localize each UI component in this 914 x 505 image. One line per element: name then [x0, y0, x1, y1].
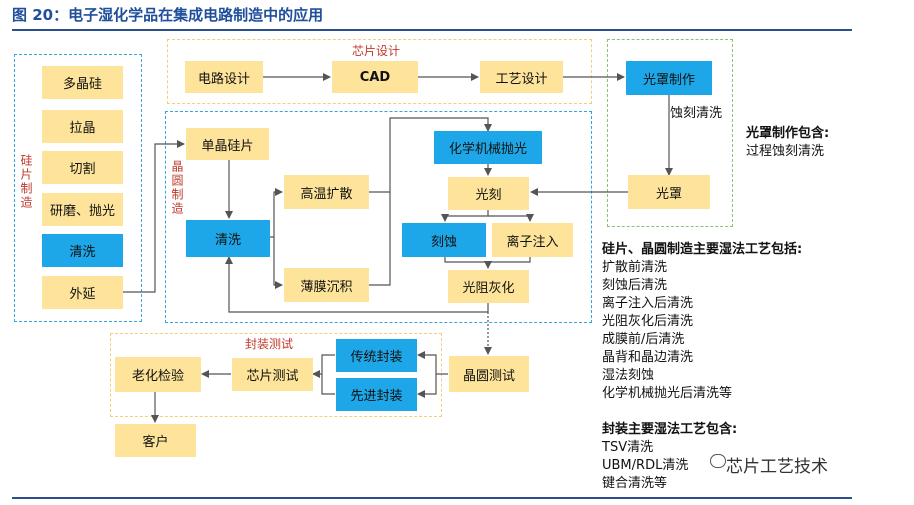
node-advanced-pkg: 先进封装	[336, 378, 417, 411]
wafer-note: 硅片、晶圆制造主要湿法工艺包括: 扩散前清洗 刻蚀后清洗 离子注入后清洗 光阻灰…	[602, 241, 802, 403]
node-cmp: 化学机械抛光	[434, 131, 542, 164]
wafer-note-item: 光阻灰化后清洗	[602, 314, 694, 329]
mask-note-item: 过程蚀刻清洗	[746, 144, 825, 159]
node-epitaxy: 外延	[42, 276, 123, 309]
mask-note: 光罩制作包含: 过程蚀刻清洗	[746, 125, 829, 161]
watermark: 芯片工艺技术	[726, 457, 828, 477]
figure-title: 图 20：电子湿化学品在集成电路制造中的应用	[12, 6, 324, 24]
node-etching: 刻蚀	[402, 223, 486, 257]
mask-note-heading: 光罩制作包含:	[746, 126, 830, 141]
node-crystal-pull: 拉晶	[42, 110, 123, 143]
chip-design-group	[167, 39, 592, 104]
packaging-label: 封装测试	[245, 337, 294, 351]
wafer-note-item: 扩散前清洗	[602, 260, 668, 275]
pkg-note-item: 键合清洗等	[602, 476, 668, 491]
node-process-design: 工艺设计	[480, 61, 563, 93]
wafer-note-item: 湿法刻蚀	[602, 368, 655, 383]
wafer-fab-group	[165, 111, 592, 323]
node-single-crystal: 单晶硅片	[186, 128, 269, 160]
wafer-manufacturing-label: 硅片制造	[19, 154, 33, 210]
wafer-fab-label: 晶圆制造	[170, 160, 184, 216]
bottom-rule	[12, 497, 852, 499]
wechat-icon	[710, 454, 726, 468]
wafer-manufacturing-group	[14, 54, 142, 322]
node-cad: CAD	[332, 61, 418, 93]
node-mask: 光罩	[628, 175, 710, 209]
packaging-group	[110, 333, 442, 417]
node-traditional-pkg: 传统封装	[336, 339, 417, 372]
node-etch-clean-label: 蚀刻清洗	[670, 105, 723, 121]
node-thin-film: 薄膜沉积	[284, 268, 369, 302]
node-mask-making: 光罩制作	[626, 61, 712, 95]
mask-group	[607, 39, 733, 227]
node-wafer-clean: 清洗	[42, 234, 123, 267]
title-rule	[12, 29, 852, 31]
pkg-note-item: UBM/RDL清洗	[602, 458, 689, 473]
node-ion-implant: 离子注入	[492, 223, 573, 257]
node-wafer-test: 晶圆测试	[449, 356, 529, 392]
wafer-note-item: 离子注入后清洗	[602, 296, 694, 311]
node-polysilicon: 多晶硅	[42, 66, 123, 99]
node-circuit-design: 电路设计	[185, 61, 263, 93]
wafer-note-item: 化学机械抛光后清洗等	[602, 386, 733, 401]
wafer-note-item: 晶背和晶边清洗	[602, 350, 694, 365]
wafer-note-heading: 硅片、晶圆制造主要湿法工艺包括:	[602, 242, 803, 257]
wafer-note-item: 刻蚀后清洗	[602, 278, 668, 293]
chip-design-label: 芯片设计	[352, 44, 401, 58]
node-slicing: 切割	[42, 151, 123, 184]
pkg-note-item: TSV清洗	[602, 440, 654, 455]
node-customer: 客户	[115, 424, 196, 457]
node-diffusion: 高温扩散	[284, 175, 369, 209]
node-chip-test: 芯片测试	[232, 358, 313, 391]
node-ashing: 光阻灰化	[448, 270, 529, 303]
pkg-note: 封装主要湿法工艺包含: TSV清洗 UBM/RDL清洗 键合清洗等	[602, 421, 737, 493]
wafer-note-item: 成膜前/后清洗	[602, 332, 685, 347]
node-lithography: 光刻	[448, 177, 529, 210]
node-grind-polish: 研磨、抛光	[42, 193, 123, 226]
node-aging-test: 老化检验	[115, 357, 201, 392]
node-fab-clean: 清洗	[186, 220, 270, 257]
pkg-note-heading: 封装主要湿法工艺包含:	[602, 422, 738, 437]
